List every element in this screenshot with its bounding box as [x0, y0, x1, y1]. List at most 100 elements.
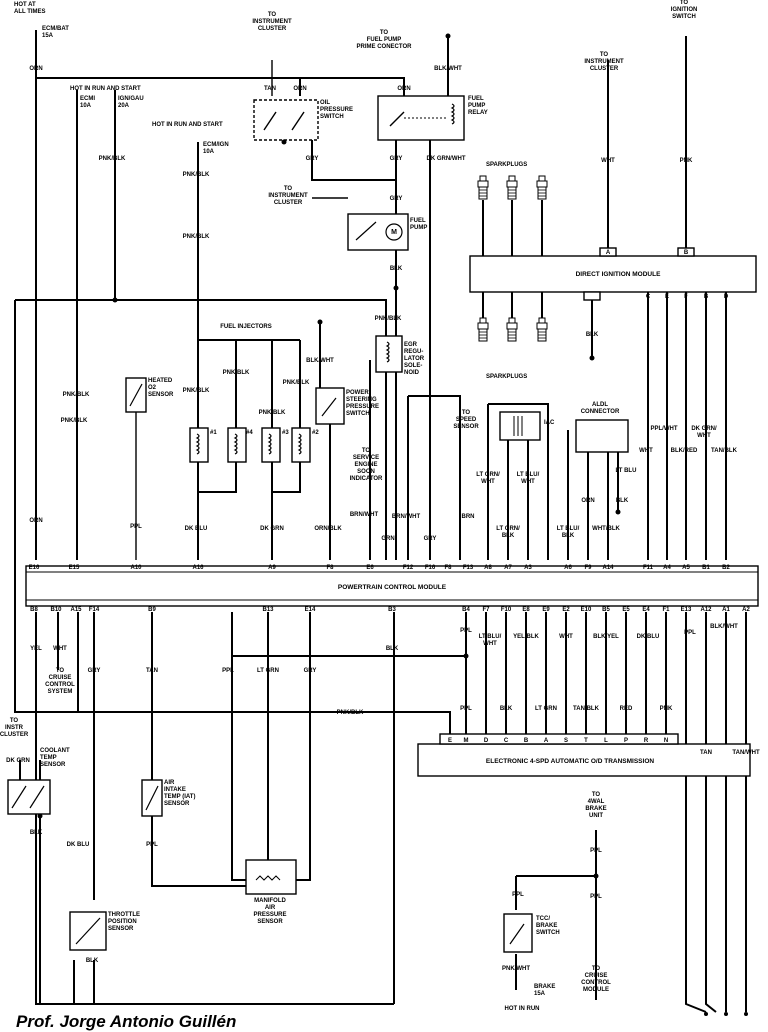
pcm-top-pin-4: A9	[268, 565, 276, 571]
wire-color-blk-cts: BLK	[30, 830, 43, 836]
pcm-bottom-pin-2: A15	[70, 607, 82, 613]
pcm-top-pin-5: F8	[326, 565, 334, 571]
label-hot-in-run: HOT IN RUN	[505, 1006, 540, 1012]
wire-color-lt-grn-wht: LT GRN/WHT	[476, 472, 500, 485]
trans-pin-0: E	[448, 738, 452, 744]
trans-pin-11: N	[664, 738, 668, 744]
wire-color-blk-wht-ps: BLK/WHT	[306, 358, 334, 364]
wire-color-ppl-map: PPL	[222, 668, 234, 674]
label-sparkplugs-1: SPARKPLUGS	[486, 162, 527, 168]
wire-color-blk-b3: BLK	[386, 646, 399, 652]
pcm-top-pin-21: B2	[722, 565, 730, 571]
wire-color-gry-pcm: GRY	[424, 536, 437, 542]
label-inj1: #1	[210, 430, 217, 436]
wire-color-tan-blk: TAN/BLK	[711, 448, 738, 454]
wire-color-pnk-blk-2: PNK/BLK	[183, 172, 210, 178]
trans-pin-2: D	[484, 738, 489, 744]
fuel-pump: M	[347, 213, 409, 251]
grounds	[37, 33, 748, 1016]
wire-color-ppl-t: PPL	[460, 706, 472, 712]
pcm-bottom-pin-1: B10	[50, 607, 62, 613]
pcm-bottom-pin-21: A1	[722, 607, 730, 613]
pcm-bottom-pin-7: B3	[388, 607, 396, 613]
wire-color-ppl-o2: PPL	[130, 524, 142, 530]
pcm-bottom-pin-3: F14	[89, 607, 100, 613]
pcm-bottom-pin-15: B5	[602, 607, 610, 613]
pcm-bottom-pin-17: E4	[642, 607, 650, 613]
wire-color-wht-aldl: WHT	[639, 448, 653, 454]
wire-color-blk-wht-relay: BLK/WHT	[434, 66, 462, 72]
pcm-top-pin-16: A14	[602, 565, 614, 571]
wire-color-lt-grn-map: LT GRN	[257, 668, 279, 674]
pcm-top-pin-15: F9	[584, 565, 592, 571]
wire-color-pnk-blk-trans: PNK/BLK	[337, 710, 364, 716]
wire-color-yel-blk: YEL/BLK	[513, 634, 539, 640]
pcm-top-pin-10: F13	[463, 565, 474, 571]
pcm-bottom-pin-12: E9	[542, 607, 550, 613]
pcm-top-pin-14: A6	[564, 565, 572, 571]
wire-color-pnk-t: PNK	[660, 706, 673, 712]
sparkplugs-top	[477, 175, 548, 200]
wire-color-pnk-blk-1: PNK/BLK	[99, 156, 126, 162]
dim-bottom-pin-4: D	[724, 294, 729, 300]
pcm-top-pin-3: A16	[192, 565, 204, 571]
pcm-bottom-pin-9: F7	[482, 607, 490, 613]
wire-color-ppl-wht: PPL/WHT	[651, 426, 678, 432]
wire-color-pnk-blk-inj2: PNK/BLK	[283, 380, 310, 386]
heated-o2-sensor	[125, 377, 147, 413]
wire-color-orn-oil: ORN	[293, 86, 306, 92]
label-iac: IAC	[544, 420, 555, 426]
wire-color-dk-grn-cts: DK GRN	[6, 758, 30, 764]
wire-color-orn-aldl: ORN	[581, 498, 594, 504]
trans-pin-10: R	[644, 738, 649, 744]
wire-color-gry-map: GRY	[304, 668, 317, 674]
wire-color-dk-grn-wht: DK GRN/WHT	[427, 156, 466, 162]
power-steering-pressure-switch	[315, 387, 345, 425]
dim-bottom-pin-3: B	[704, 294, 709, 300]
pcm-bottom-pin-6: E14	[305, 607, 316, 613]
pcm-top-pin-17: F11	[643, 565, 654, 571]
wire-color-blk-tps: BLK	[86, 958, 99, 964]
wire-color-grn: GRN	[381, 536, 394, 542]
trans-label: ELECTRONIC 4-SPD AUTOMATIC O/D TRANSMISS…	[486, 758, 654, 765]
label-inj4: #4	[246, 430, 253, 436]
map-sensor	[245, 859, 297, 895]
pcm-label: POWERTRAIN CONTROL MODULE	[338, 584, 447, 591]
wires	[14, 30, 747, 1013]
pcm-top-pin-19: A5	[682, 565, 690, 571]
wire-color-gry-2: GRY	[390, 156, 403, 162]
wire-color-dk-grn: DK GRN	[260, 526, 284, 532]
wire-color-pnk-blk-3: PNK/BLK	[183, 234, 210, 240]
label-fuel-injectors: FUEL INJECTORS	[220, 324, 271, 330]
wire-color-brn-wht-2: BRN/WHT	[392, 514, 421, 520]
wire-color-pnk-blk-egr: PNK/BLK	[375, 316, 402, 322]
pcm-top-pin-0: E16	[29, 565, 40, 571]
pcm-top-pin-20: B1	[702, 565, 710, 571]
wire-color-gry-f14: GRY	[88, 668, 101, 674]
pcm-top-pin-9: F8	[444, 565, 452, 571]
wire-color-blk-fp: BLK	[390, 266, 403, 272]
dim-top-pin-1: B	[684, 250, 689, 256]
wire-color-orn-top: ORN	[29, 66, 42, 72]
trans-pin-7: T	[584, 738, 588, 744]
wire-color-tan-a12: TAN	[700, 750, 712, 756]
wire-color-gry-3: GRY	[390, 196, 403, 202]
pcm-bottom-pin-8: B4	[462, 607, 470, 613]
wire-color-wht-dim: WHT	[601, 158, 615, 164]
